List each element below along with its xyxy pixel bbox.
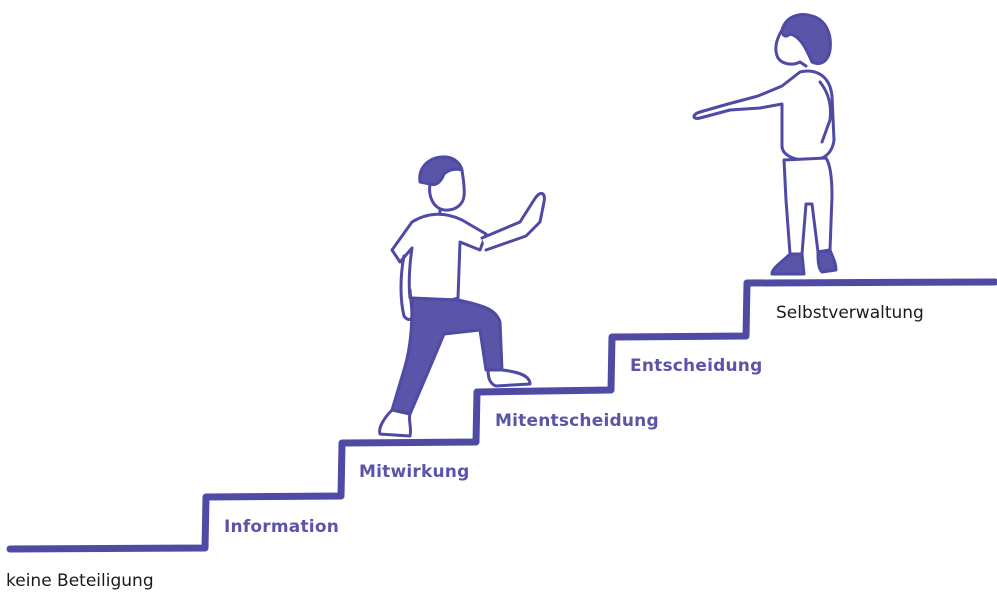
boy-shoe-front bbox=[486, 368, 532, 388]
staircase-line bbox=[6, 278, 997, 553]
woman-shoe-left bbox=[770, 252, 806, 276]
boy-shirt bbox=[390, 212, 488, 304]
step-label-information: Information bbox=[224, 517, 340, 537]
boy-figure bbox=[378, 155, 546, 438]
boy-head bbox=[428, 168, 466, 212]
boy-arm bbox=[480, 192, 546, 252]
boy-hair bbox=[418, 155, 464, 186]
woman-shoe-right bbox=[816, 248, 838, 274]
step-label-mitentscheidung: Mitentscheidung bbox=[495, 411, 659, 431]
step-label-selbstverwaltung: Selbstverwaltung bbox=[776, 303, 924, 323]
woman-face bbox=[774, 28, 808, 68]
woman-pants bbox=[782, 156, 834, 256]
ground-label: keine Beteiligung bbox=[6, 571, 154, 591]
step-label-entscheidung: Entscheidung bbox=[630, 356, 763, 376]
boy-shoe-back bbox=[378, 408, 413, 438]
boy-pants bbox=[390, 296, 504, 416]
woman-hair bbox=[780, 13, 832, 65]
step-label-mitwirkung: Mitwirkung bbox=[359, 462, 470, 482]
woman-figure bbox=[692, 13, 838, 276]
woman-top bbox=[692, 69, 836, 162]
